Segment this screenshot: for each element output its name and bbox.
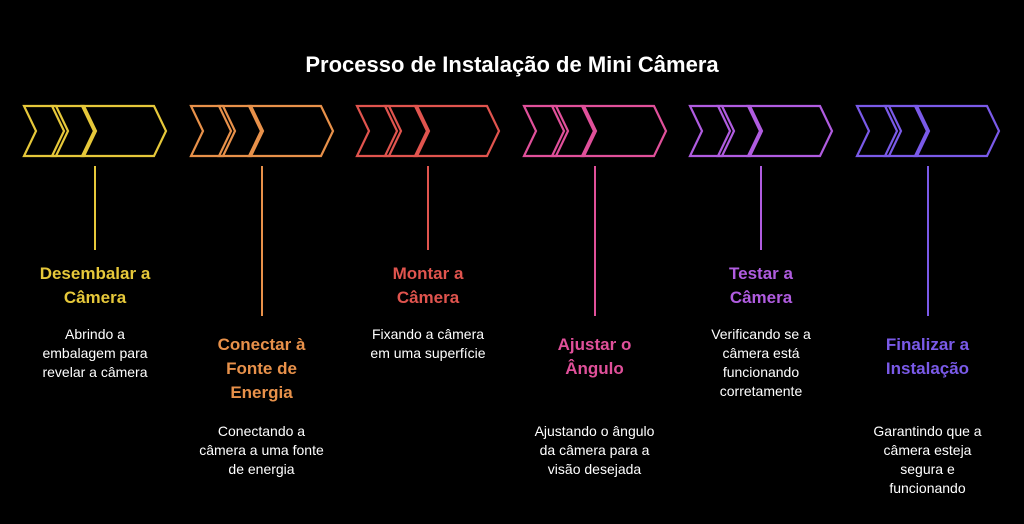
step-title-line: Testar a [729,264,793,283]
chevron-shape [355,104,403,158]
connector-line [593,166,596,316]
chevron-shape [746,104,834,158]
step-description-line: câmera a uma fonte [199,442,324,458]
chevron-shape [854,104,902,158]
step-description: Ajustando o ângulo da câmera para a visão … [520,422,670,479]
step-description: Conectando a câmera a uma fonte de energia [187,422,337,479]
chevron-shape [246,104,334,158]
chevron-shape [579,104,667,158]
diagram-title: Processo de Instalação de Mini Câmera [305,52,719,77]
connector-line [760,166,762,250]
step-description-line: embalagem para [42,345,148,361]
step-description-line: visão desejada [547,461,642,477]
step-title: Conectar à Fonte de Energia [179,333,345,405]
step-description-line: Ajustando o ângulo [534,423,655,439]
chevron-arrows-icon [188,104,334,158]
chevron-shape [688,104,736,158]
step-title-line: Fonte de [226,359,297,378]
step-title-line: Ajustar o [557,335,632,354]
step-description-line: Abrindo a [65,326,125,342]
step-title-line: Conectar à [217,335,306,354]
step-title: Montar a Câmera [345,262,511,310]
step-description-line: Garantindo que a [873,423,982,439]
step-title-line: Câmera [396,288,460,307]
step-description-line: revelar a câmera [42,364,148,380]
chevron-arrows-icon [521,104,667,158]
step-title-line: Instalação [885,359,970,378]
step-description: Verificando se a câmera está funcionando co… [686,325,836,401]
step-title: Desembalar a Câmera [12,262,178,310]
step-description-line: segura e [900,461,955,477]
step-title-line: Montar a [392,264,464,283]
step-description-line: câmera esteja [883,442,972,458]
step-description-line: em uma superfície [370,345,486,361]
step-description-line: da câmera para a [539,442,650,458]
step-title-line: Desembalar a [39,264,151,283]
step-description-line: funcionando [889,480,966,496]
step-description-line: câmera está [722,345,800,361]
chevron-shape [413,104,501,158]
step-description-line: Fixando a câmera [371,326,485,342]
step-title-line: Câmera [63,288,127,307]
step-description-line: corretamente [719,383,803,399]
step-title: Testar a Câmera [678,262,844,310]
step-description-line: funcionando [722,364,800,380]
step-title: Ajustar o Ângulo [512,333,678,381]
step-description: Garantindo que a câmera esteja segura e fun… [853,422,1003,498]
chevron-arrows-icon [688,104,834,158]
step-description-line: Conectando a [217,423,306,439]
chevron-shape [80,104,168,158]
connector-line [94,166,96,250]
step-title-line: Energia [230,383,293,402]
step-title-line: Finalizar a [885,335,970,354]
step-title: Finalizar a Instalação [845,333,1011,381]
chevron-arrows-icon [22,104,168,158]
chevron-shape [912,104,1000,158]
connector-line [260,166,263,316]
step-description: Fixando a câmera em uma superfície [353,325,503,363]
connector-line [427,166,429,250]
chevron-shape [188,104,236,158]
chevron-shape [521,104,569,158]
chevron-shape [22,104,70,158]
step-description: Abrindo a embalagem para revelar a câmera [20,325,170,382]
step-title-line: Ângulo [565,359,624,378]
connector-line [926,166,929,316]
step-description-line: de energia [228,461,295,477]
chevron-arrows-icon [355,104,501,158]
step-description-line: Verificando se a [711,326,811,342]
step-title-line: Câmera [729,288,793,307]
chevron-arrows-icon [854,104,1000,158]
